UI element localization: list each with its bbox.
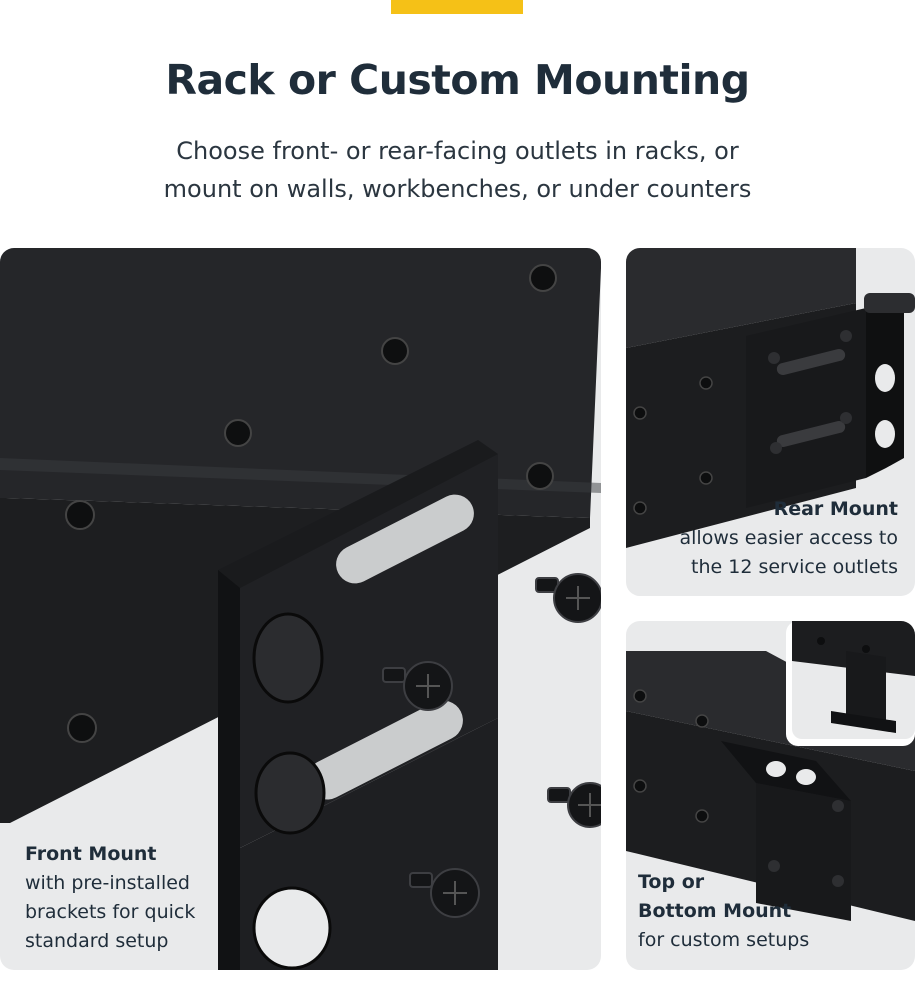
front-mount-line-1: with pre-installed xyxy=(25,872,190,894)
front-mount-illustration xyxy=(0,248,601,970)
top-mount-label-line-1: Top or xyxy=(638,871,705,893)
top-mount-line-1: for custom setups xyxy=(638,929,810,951)
housing-top-face xyxy=(0,248,601,518)
top-mount-panel xyxy=(626,621,915,970)
accent-bar xyxy=(391,0,523,14)
front-mount-caption: Front Mount with pre-installed brackets … xyxy=(25,840,285,956)
rear-mount-illustration xyxy=(626,248,915,548)
front-mount-panel xyxy=(0,248,601,970)
front-screws xyxy=(382,573,601,918)
top-mount-illustration xyxy=(626,621,915,921)
top-mount-label-line-2: Bottom Mount xyxy=(638,900,792,922)
page-subtitle: Choose front- or rear-facing outlets in … xyxy=(100,132,815,208)
rear-mount-caption: Rear Mount allows easier access to the 1… xyxy=(638,495,899,582)
rear-bracket xyxy=(746,296,904,508)
top-bracket xyxy=(721,741,851,921)
front-mount-label: Front Mount xyxy=(25,843,157,865)
subtitle-line-1: Choose front- or rear-facing outlets in … xyxy=(176,137,739,165)
rear-mount-line-2: the 12 service outlets xyxy=(691,556,898,578)
front-mount-line-2: brackets for quick xyxy=(25,901,196,923)
rear-mount-label: Rear Mount xyxy=(773,498,898,520)
subtitle-line-2: mount on walls, workbenches, or under co… xyxy=(163,175,752,203)
rear-mount-panel xyxy=(626,248,915,596)
front-bracket xyxy=(218,440,498,970)
rear-housing-top xyxy=(626,248,856,348)
front-mount-line-3: standard setup xyxy=(25,930,169,952)
rear-cable xyxy=(864,293,915,313)
inset-photo xyxy=(786,621,915,746)
page-title: Rack or Custom Mounting xyxy=(165,56,750,104)
top-mount-caption: Top or Bottom Mount for custom setups xyxy=(638,868,898,955)
rear-mount-line-1: allows easier access to xyxy=(679,527,899,549)
